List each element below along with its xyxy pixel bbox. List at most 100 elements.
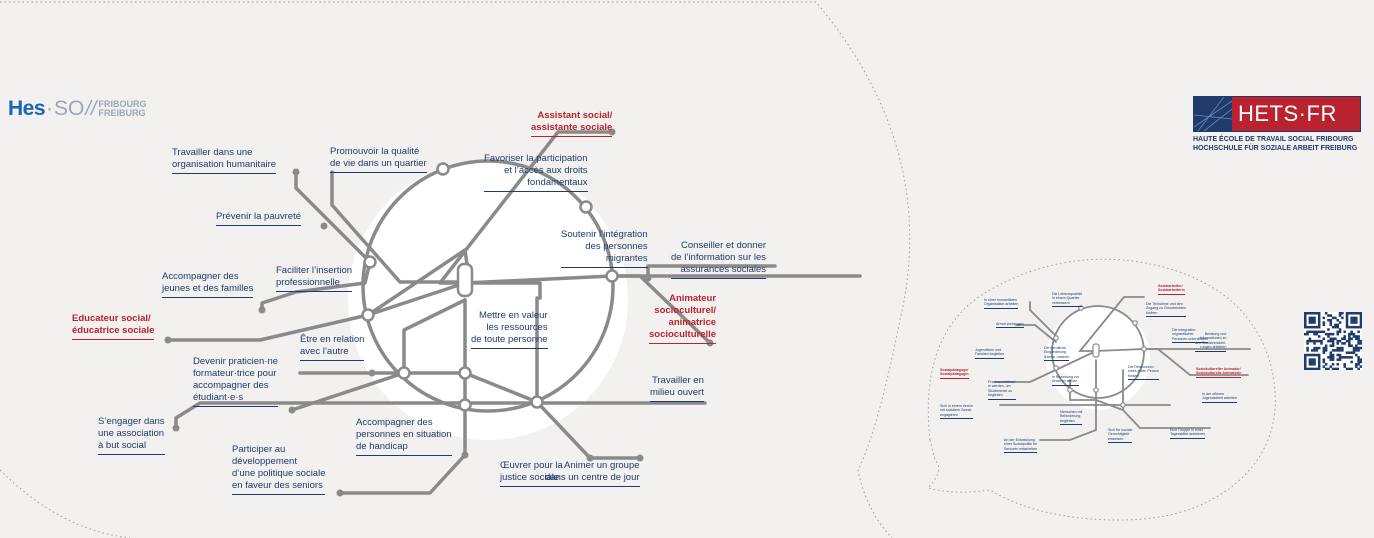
mini-label-teilnahme: Die Teilnahme und den Zugang zu Grundrec… — [1146, 302, 1186, 318]
label-travailler-milieu: Travailler en milieu ouvert — [650, 375, 704, 402]
label-promouvoir-qualite: Promouvoir la qualité de vie dans un qua… — [330, 146, 427, 173]
dot-groupe — [636, 454, 644, 462]
mini-node-h — [1120, 402, 1126, 408]
mini-label-gerechtigkeit: Sich für soziale Gerechtigkeit einsetzen — [1108, 428, 1133, 444]
hets-fr-logo-name: HETS·FR — [1238, 101, 1337, 126]
mini-label-praxisausbildner: Praxisausbildner/ in werden, um Studiere… — [988, 380, 1016, 400]
mini-label-jugendarbeit: In der offenen Jugendarbeit arbeiten — [1202, 392, 1237, 403]
label-soutenir-integration: Soutenir l’intégration des personnes mig… — [561, 229, 648, 268]
dot-assistant — [608, 128, 616, 136]
hesso-logo-so: SO — [54, 97, 85, 120]
mini-ring — [1051, 305, 1145, 399]
dot-migrantes — [644, 274, 652, 282]
dot-handicap — [461, 451, 469, 459]
line-seniors — [338, 453, 467, 495]
dot-educateur — [164, 336, 172, 344]
mini-label-tagesstaette: Eine Gruppe in einer Tagesstätte animier… — [1170, 428, 1206, 439]
dot-jeunes — [258, 306, 266, 314]
node-relation — [397, 366, 411, 380]
mini-line-4 — [994, 348, 1251, 383]
hesso-logo-hes: Hes — [8, 97, 46, 120]
end-dots — [164, 128, 714, 497]
label-sengager: S’engager dans une association à but soc… — [98, 416, 165, 455]
mini-line-5 — [1143, 348, 1249, 376]
hesso-logo: Hes · SO // FRIBOURG FREIBURG — [8, 94, 147, 124]
label-animateur: Animateur socioculturel/ animatrice soci… — [649, 293, 717, 344]
label-mettre-en-valeur: Mettre en valeur les ressources de toute… — [471, 310, 548, 349]
mini-label-behinderung: Menschen mit Behinderung begleiten — [1060, 410, 1083, 426]
mini-halo — [1046, 306, 1150, 410]
mini-line-3 — [1015, 324, 1057, 343]
mini-label-beratung: Beratung und Informationen zu den Sozial… — [1195, 332, 1227, 352]
dot-relation — [368, 369, 376, 377]
mini-node-hub — [1092, 343, 1100, 358]
mini-label-eingliederung: Die berufliche Eingliederung leichter ma… — [1044, 346, 1070, 362]
mini-node-g — [1093, 387, 1099, 393]
label-devenir-praticien: Devenir praticien·ne formateur·trice pou… — [193, 356, 279, 407]
label-educateur: Educateur social/ éducatrice sociale — [72, 313, 155, 340]
label-accompagner-jeunes: Accompagner des jeunes et des familles — [162, 271, 254, 298]
dot-pauvrete — [320, 222, 328, 230]
hets-fr-logo-image — [1194, 97, 1232, 131]
node-handicap — [458, 398, 472, 412]
hets-fr-logo-line1: HAUTE ÉCOLE DE TRAVAIL SOCIAL FRIBOURG — [1193, 136, 1354, 143]
mini-label-ressourcen: Die Ressourcen eines jeden Person förder… — [1128, 365, 1159, 381]
node-ring-top — [436, 162, 450, 176]
line-praticien — [290, 298, 467, 412]
big-bubble-tail — [0, 469, 131, 538]
line-educateur — [166, 274, 862, 342]
hets-fr-logo: HETS·FR HAUTE ÉCOLE DE TRAVAIL SOCIAL FR… — [1193, 96, 1361, 153]
node-ring-right — [605, 269, 619, 283]
mini-node-d — [1053, 365, 1059, 371]
mini-node-e — [1141, 346, 1147, 352]
hesso-logo-slash: // — [85, 97, 97, 120]
line-humanitaire — [294, 170, 372, 264]
mini-label-sozialpaedagoge: Sozialpädagoge/ Sozialpädagogin — [940, 368, 969, 379]
mini-nodes — [1053, 305, 1147, 408]
mini-label-soziokultur: Soziokultureller Animator/ Soziokulturel… — [1196, 367, 1242, 378]
mini-label-lebensqualitaet: Die Lebensqualität in einem Quartier ver… — [1052, 292, 1082, 308]
node-central-hub — [456, 262, 474, 298]
station-nodes — [361, 162, 619, 412]
label-favoriser-participation: Favoriser la participation et l’accès au… — [484, 153, 588, 192]
line-migrantes — [646, 264, 777, 280]
mini-node-f — [1067, 387, 1073, 393]
hesso-logo-sub: FRIBOURG FREIBURG — [98, 99, 147, 118]
mini-line-7 — [1039, 359, 1097, 441]
label-animer-groupe: Animer un groupe dans un centre de jour — [545, 460, 640, 487]
mini-line-2 — [1029, 301, 1057, 337]
big-bubble-outline — [0, 1, 911, 538]
label-participer-politique: Participer au développement d’une politi… — [232, 444, 326, 495]
line-animateur — [610, 274, 712, 345]
line-accompagner-jeunes — [260, 260, 372, 312]
hets-fr-logo-line2: HOCHSCHULE FÜR SOZIALE ARBEIT FREIBURG — [1193, 144, 1358, 152]
dot-humanitaire — [292, 168, 300, 176]
mini-node-b — [1132, 320, 1138, 326]
label-accompagner-handicap: Accompagner des personnes en situation d… — [356, 417, 452, 456]
line-milieu — [174, 401, 707, 430]
dot-justice — [586, 454, 594, 462]
dot-seniors — [336, 489, 344, 497]
node-ring-favoriser — [579, 200, 593, 214]
label-faciliter-insertion: Faciliter l’insertion professionnelle — [276, 265, 353, 292]
label-conseiller: Conseiller et donner de l’information su… — [671, 240, 767, 279]
node-ring-left — [363, 255, 377, 269]
mini-label-seniorenpolitik: An der Entwicklung einer Sozialpolitik f… — [1004, 438, 1038, 454]
qr-code-icon[interactable] — [1304, 312, 1362, 370]
mini-label-verein: Sich in einem Verein mit sozialem Zweck … — [940, 404, 973, 420]
label-assistant-social: Assistant social/ assistante sociale — [531, 110, 613, 137]
label-oeuvrer-justice: Œuvrer pour la justice sociale — [500, 460, 563, 487]
mini-label-sozialarbeiter: Sozialarbeiter/ Sozialarbeiterin — [1158, 284, 1185, 295]
hesso-logo-dot: · — [46, 97, 54, 120]
dot-praticien — [288, 406, 296, 414]
mini-label-armut: Armut vorbeugen — [996, 322, 1024, 329]
line-relation — [298, 371, 539, 404]
mini-label-integration: Die Integration migrantischer Personen u… — [1172, 328, 1209, 344]
hets-fr-logo-box: HETS·FR — [1193, 96, 1361, 132]
label-etre-en-relation: Être en relation avec l’autre — [300, 334, 365, 361]
metro-lines — [166, 130, 862, 495]
line-mettre — [463, 281, 542, 300]
label-travailler-organisation: Travailler dans une organisation humanit… — [172, 147, 277, 174]
mini-label-jugendliche: Jugendliche und Familien begleiten — [975, 348, 1005, 359]
mini-label-beziehung: In Beziehung zur Anderen stehen — [1052, 375, 1079, 386]
